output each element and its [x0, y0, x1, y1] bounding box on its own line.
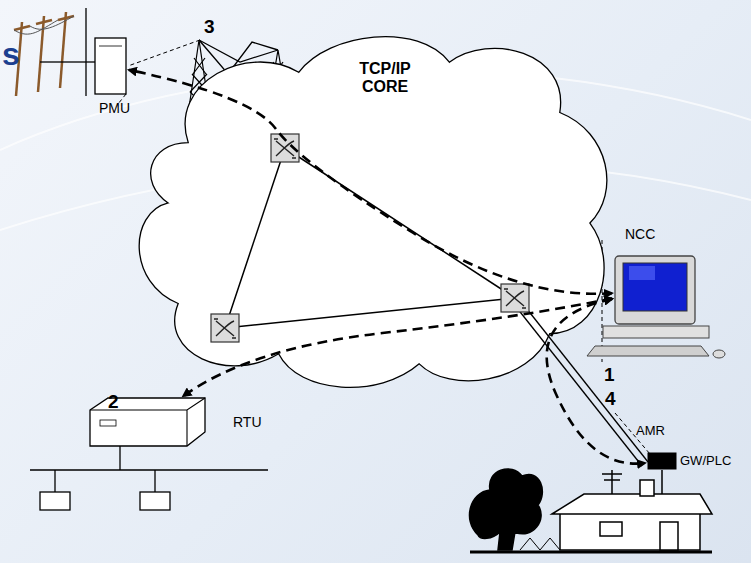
node-label: PMU	[99, 100, 130, 116]
data-flow-arrow	[547, 299, 645, 464]
house	[469, 469, 712, 552]
callout-number: 4	[605, 388, 616, 410]
callout-number: 1	[604, 364, 615, 386]
gateway-body	[648, 453, 676, 469]
monitor	[615, 256, 695, 324]
callout-number: 2	[108, 391, 119, 413]
node-label: TCP/IP CORE	[350, 60, 420, 97]
mouse	[713, 350, 725, 358]
gateway-box: GW/PLC	[648, 453, 676, 469]
ncc-computer-outline	[615, 256, 695, 324]
rtu-body	[90, 398, 205, 446]
rtu-box-outline	[90, 398, 205, 446]
network-cloud: TCP/IP CORE	[128, 22, 610, 394]
heading-fragment: s	[2, 36, 20, 73]
router-symbol	[501, 284, 529, 312]
callout-number: 3	[204, 16, 215, 38]
gateway-box-outline	[648, 453, 676, 469]
network-cloud-outline	[128, 22, 610, 394]
ncc-computer: NCC	[615, 256, 695, 324]
keyboard	[587, 346, 709, 356]
pmu-cabinet: PMU	[95, 38, 126, 94]
rtu-box: RTU	[90, 398, 205, 446]
node-label: NCC	[625, 226, 655, 242]
wires	[40, 8, 95, 96]
core-links	[225, 148, 515, 328]
screen	[623, 263, 687, 311]
power-poles	[14, 12, 74, 96]
node-label: GW/PLC	[680, 453, 731, 468]
base	[603, 326, 709, 338]
pmu-cabinet-outline	[95, 38, 126, 94]
data-flow-arrow	[129, 70, 612, 294]
part-label: AMR	[636, 423, 665, 438]
router-symbol	[211, 314, 239, 342]
cabinet-body	[95, 38, 126, 94]
field-bus	[30, 446, 268, 510]
access-link	[517, 304, 648, 466]
node-label: RTU	[233, 414, 262, 430]
